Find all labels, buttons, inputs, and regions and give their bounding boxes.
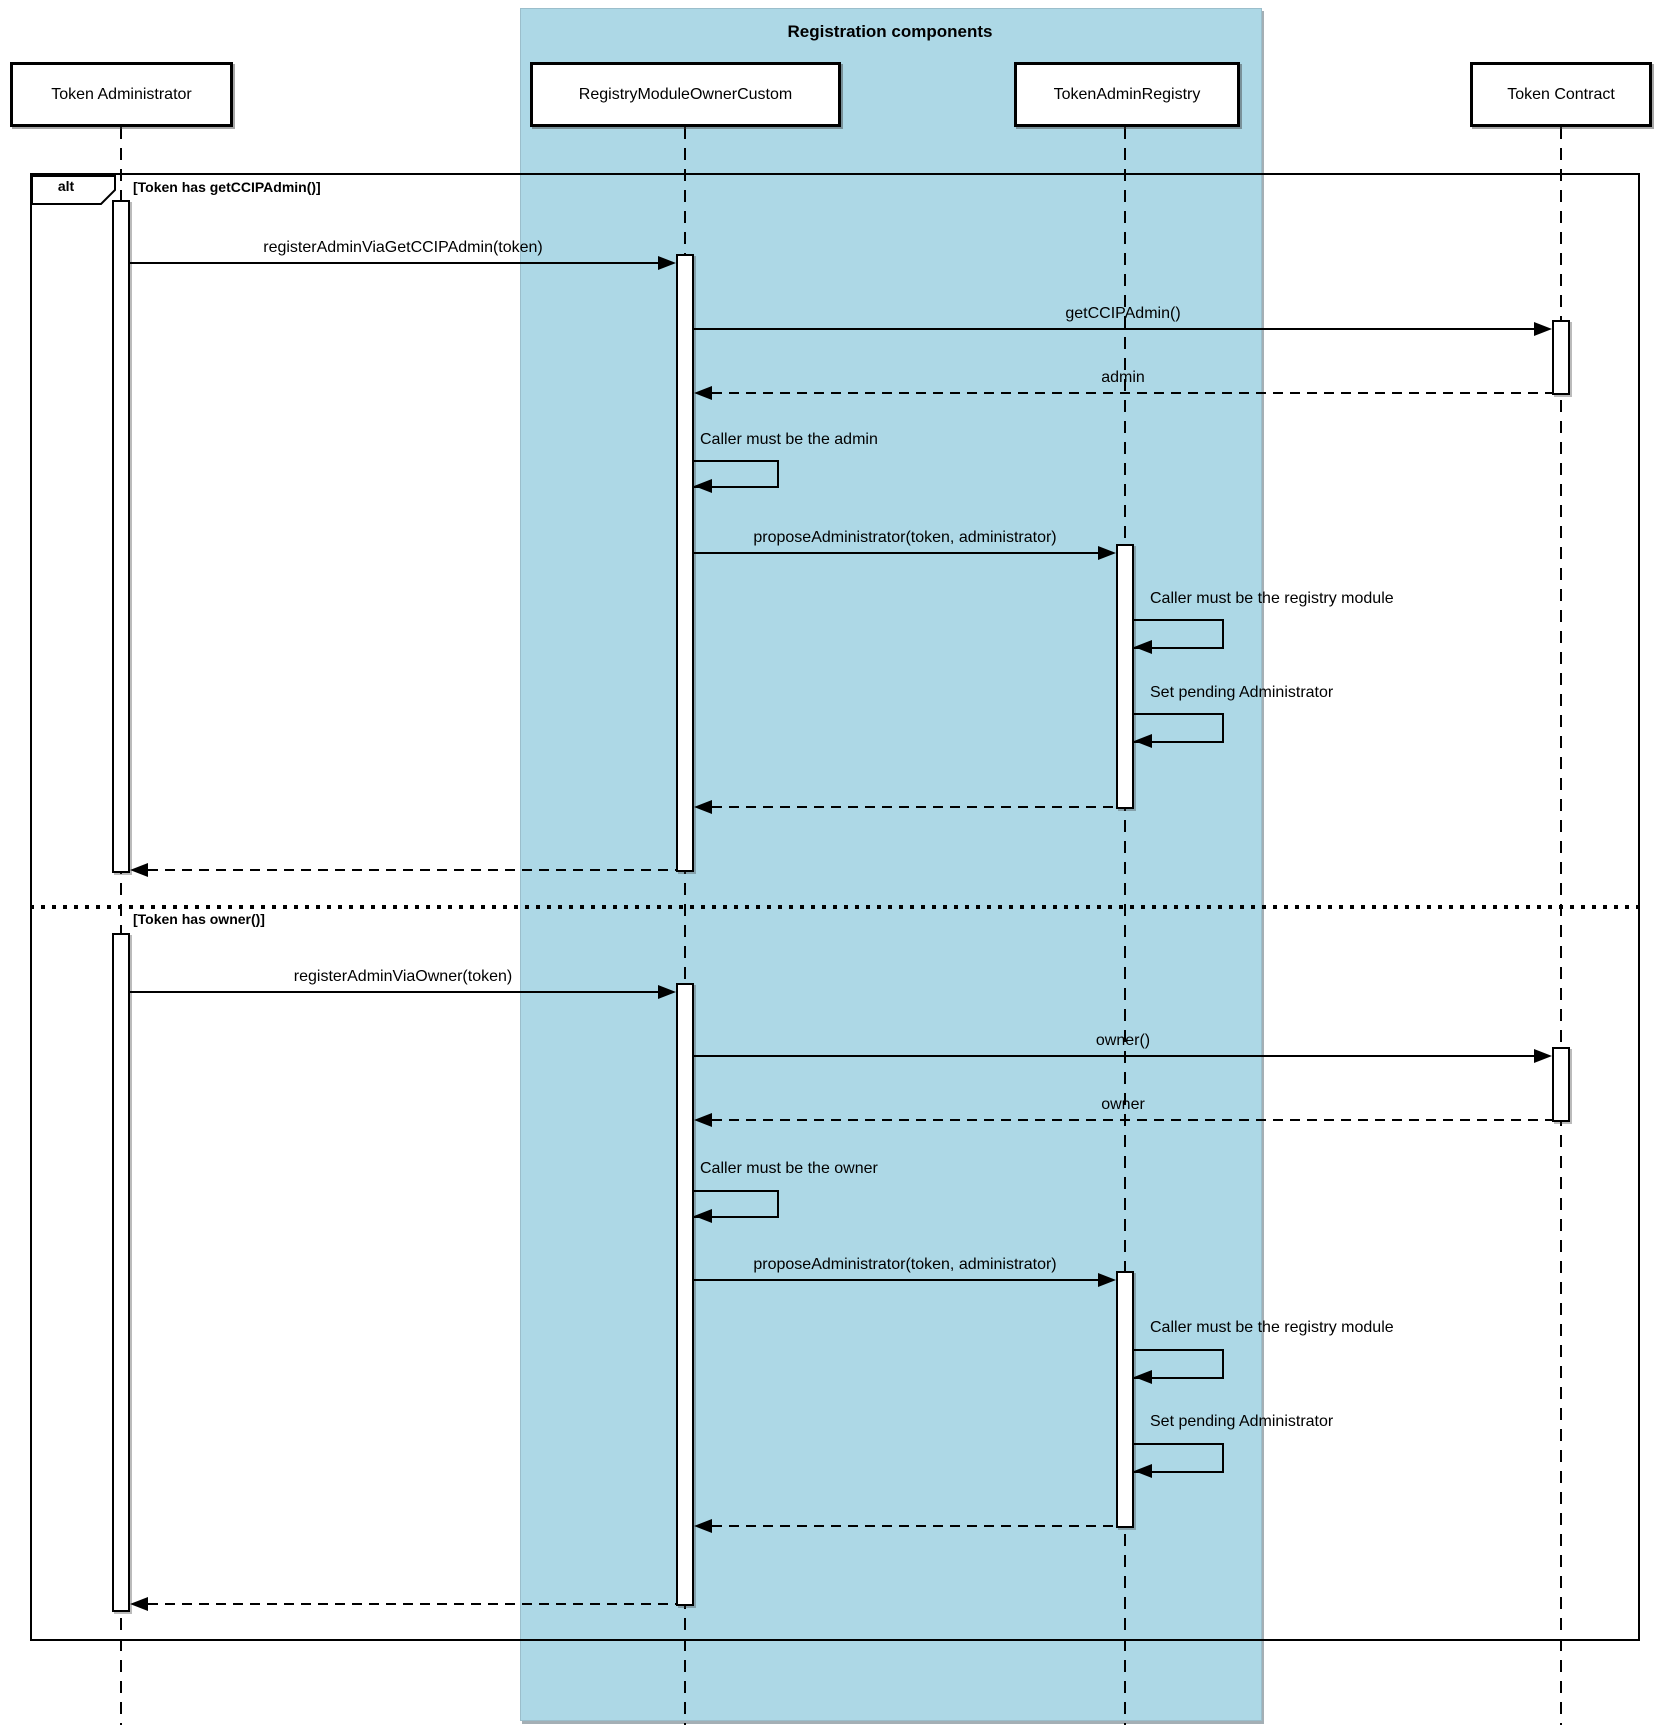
message-getccipadmin-label: getCCIPAdmin() xyxy=(1065,305,1181,322)
return-to-registry-module-2-line xyxy=(712,1525,1116,1527)
participant-token-administrator-label: Token Administrator xyxy=(51,85,192,103)
message-propose-administrator-line xyxy=(694,552,1098,554)
return-to-token-administrator-2-line xyxy=(148,1603,676,1605)
message-getccipadmin-line xyxy=(694,328,1534,330)
arrowhead-right-icon xyxy=(658,985,676,999)
arrowhead-right-icon xyxy=(1534,1049,1552,1063)
activation-token-contract-1 xyxy=(1552,320,1570,395)
participant-token-admin-registry: TokenAdminRegistry xyxy=(1014,62,1240,127)
return-admin-label: admin xyxy=(1101,369,1145,386)
self-message-caller-admin-label: Caller must be the admin xyxy=(700,431,878,448)
arrowhead-left-icon xyxy=(694,800,712,814)
participant-registry-module: RegistryModuleOwnerCustom xyxy=(530,62,841,127)
self-message-caller-registry-loop xyxy=(1134,619,1224,649)
activation-token-administrator-1 xyxy=(112,200,130,873)
arrowhead-left-icon xyxy=(694,479,712,493)
message-register-via-owner-line xyxy=(130,991,658,993)
arrowhead-left-icon xyxy=(694,1209,712,1223)
message-register-via-owner-label: registerAdminViaOwner(token) xyxy=(293,968,513,985)
message-propose-administrator-2-line xyxy=(694,1279,1098,1281)
container-title: Registration components xyxy=(787,22,993,41)
self-message-caller-admin-loop xyxy=(694,460,779,488)
participant-token-contract-label: Token Contract xyxy=(1507,85,1615,103)
message-owner-call-line xyxy=(694,1055,1534,1057)
self-message-caller-owner-loop xyxy=(694,1190,779,1218)
activation-token-admin-registry-1 xyxy=(1116,544,1134,809)
alt-divider xyxy=(30,905,1640,909)
return-admin-line xyxy=(712,392,1552,394)
alt-operator-label: alt xyxy=(57,178,75,194)
participant-token-admin-registry-label: TokenAdminRegistry xyxy=(1053,85,1201,103)
self-message-caller-registry-label: Caller must be the registry module xyxy=(1150,590,1394,607)
activation-registry-module-1 xyxy=(676,254,694,872)
self-message-set-pending-2-label: Set pending Administrator xyxy=(1150,1413,1334,1430)
return-owner-line xyxy=(712,1119,1552,1121)
arrowhead-right-icon xyxy=(1534,322,1552,336)
arrowhead-left-icon xyxy=(1134,640,1152,654)
arrowhead-left-icon xyxy=(694,386,712,400)
lifeline-registry-module xyxy=(684,127,686,1725)
return-to-registry-module-line xyxy=(712,806,1116,808)
arrowhead-left-icon xyxy=(1134,1464,1152,1478)
arrowhead-left-icon xyxy=(1134,734,1152,748)
self-message-caller-registry-2-loop xyxy=(1134,1349,1224,1379)
self-message-set-pending-label: Set pending Administrator xyxy=(1150,684,1334,701)
arrowhead-left-icon xyxy=(1134,1370,1152,1384)
alt-condition-2: [Token has owner()] xyxy=(133,911,265,927)
return-to-token-administrator-line xyxy=(148,869,676,871)
arrowhead-left-icon xyxy=(694,1113,712,1127)
message-register-via-getccipadmin-label: registerAdminViaGetCCIPAdmin(token) xyxy=(263,239,543,256)
lifeline-token-admin-registry xyxy=(1124,127,1126,1725)
arrowhead-left-icon xyxy=(694,1519,712,1533)
lifeline-token-administrator xyxy=(120,127,122,1725)
participant-token-administrator: Token Administrator xyxy=(10,62,233,127)
self-message-caller-owner-label: Caller must be the owner xyxy=(700,1160,878,1177)
return-owner-label: owner xyxy=(1101,1096,1145,1113)
arrowhead-right-icon xyxy=(1098,1273,1116,1287)
message-owner-call-label: owner() xyxy=(1095,1032,1151,1049)
self-message-caller-registry-2-label: Caller must be the registry module xyxy=(1150,1319,1394,1336)
activation-registry-module-2 xyxy=(676,983,694,1606)
participant-token-contract: Token Contract xyxy=(1470,62,1652,127)
arrowhead-left-icon xyxy=(130,863,148,877)
self-message-set-pending-loop xyxy=(1134,713,1224,743)
message-propose-administrator-2-label: proposeAdministrator(token, administrato… xyxy=(753,1256,1057,1273)
lifeline-token-contract xyxy=(1560,127,1562,1725)
activation-token-administrator-2 xyxy=(112,933,130,1612)
alt-condition-1: [Token has getCCIPAdmin()] xyxy=(133,179,321,195)
registration-components-container xyxy=(520,8,1262,1721)
message-propose-administrator-label: proposeAdministrator(token, administrato… xyxy=(753,529,1057,546)
self-message-set-pending-2-loop xyxy=(1134,1443,1224,1473)
message-register-via-getccipadmin-line xyxy=(130,262,658,264)
participant-registry-module-label: RegistryModuleOwnerCustom xyxy=(578,85,793,103)
arrowhead-right-icon xyxy=(1098,546,1116,560)
activation-token-contract-2 xyxy=(1552,1047,1570,1122)
arrowhead-left-icon xyxy=(130,1597,148,1611)
arrowhead-right-icon xyxy=(658,256,676,270)
activation-token-admin-registry-2 xyxy=(1116,1271,1134,1528)
alt-operator-badge xyxy=(31,175,116,205)
